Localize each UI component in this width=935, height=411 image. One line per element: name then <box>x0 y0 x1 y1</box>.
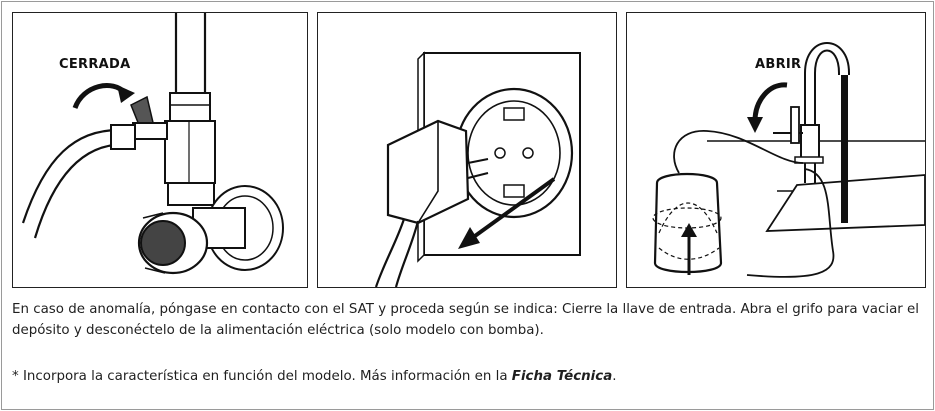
footnote-suffix: . <box>612 369 617 384</box>
socket-illustration <box>374 51 581 287</box>
label-cerrada: CERRADA <box>59 57 130 72</box>
rotate-arrow-icon <box>72 83 127 110</box>
valve-illustration: CERRADA <box>21 13 284 275</box>
footnote-prefix: * Incorpora la característica en función… <box>12 369 512 384</box>
pull-arrow-icon <box>466 177 556 243</box>
supply-pipe <box>174 13 207 93</box>
label-abrir: ABRIR <box>755 57 801 72</box>
panel-open-faucet: ABRIR <box>626 12 926 288</box>
panel-unplug <box>317 12 617 288</box>
panel-close-valve: CERRADA <box>12 12 308 288</box>
instructions-paragraph: En caso de anomalía, póngase en contacto… <box>12 302 920 338</box>
faucet-illustration: ABRIR <box>652 42 925 278</box>
tank <box>653 172 723 274</box>
footnote: * Incorpora la característica en función… <box>12 366 927 387</box>
ficha-tecnica-link: Ficha Técnica <box>511 369 613 384</box>
rotate-arrow-icon <box>752 82 788 122</box>
water-stream <box>841 75 848 223</box>
illustration-row: CERRADA <box>12 12 927 288</box>
arrow-head-icon <box>117 85 135 103</box>
